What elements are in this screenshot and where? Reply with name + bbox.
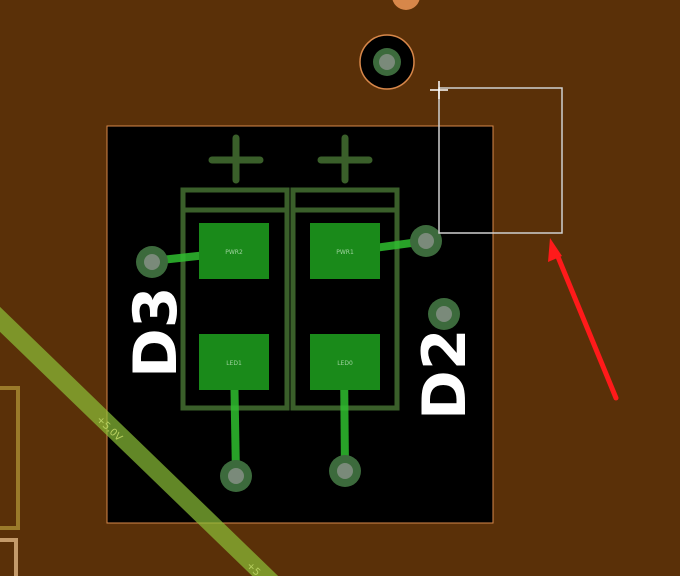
crosshair-icon	[430, 81, 448, 99]
pad-d3-bottom[interactable]: LED1	[199, 334, 269, 390]
via-right-middle[interactable]	[428, 298, 460, 330]
via-bottom-d2[interactable]	[329, 455, 361, 487]
via-right-upper[interactable]	[410, 225, 442, 257]
pad-d3-top-label: PWR2	[225, 249, 243, 256]
polarity-plus-d2	[317, 134, 373, 184]
designator-d3: D3	[121, 286, 191, 378]
polarity-plus-d3	[208, 134, 264, 184]
via-left[interactable]	[136, 246, 168, 278]
red-arrow-annotation	[548, 238, 619, 401]
pad-d2-top[interactable]: PWR1	[310, 223, 380, 279]
partial-footprint-left-lower	[0, 538, 18, 576]
selection-rectangle[interactable]	[438, 87, 563, 234]
via-bottom-d3[interactable]	[220, 460, 252, 492]
pad-d3-top[interactable]: PWR2	[199, 223, 269, 279]
partial-footprint-left	[0, 386, 20, 530]
power-trace[interactable]: +5.0V +5	[0, 300, 290, 576]
pad-d2-bottom[interactable]: LED0	[310, 334, 380, 390]
pad-d2-bottom-label: LED0	[337, 360, 353, 367]
designator-d2: D2	[410, 328, 480, 420]
pad-d3-bottom-label: LED1	[226, 360, 242, 367]
pad-d2-top-label: PWR1	[336, 249, 354, 256]
partial-via-top	[392, 0, 420, 10]
mounting-hole[interactable]	[359, 34, 415, 90]
